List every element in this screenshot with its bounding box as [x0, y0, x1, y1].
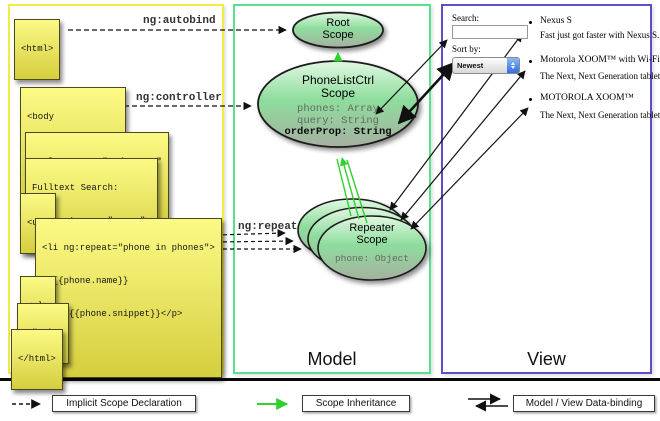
legend-divider — [0, 378, 660, 381]
root-scope-title-1: Root — [326, 17, 350, 29]
legend-model-view-data-binding: Model / View Data-binding — [513, 395, 655, 412]
search-label: Search: — [452, 13, 479, 23]
repeater-scope-text: Repeater Scope phone: Object — [317, 222, 427, 265]
inheritance-arrow-repeater-1 — [336, 158, 352, 217]
phonelistctrl-title-1: PhoneListCtrl — [301, 73, 375, 87]
code-box-html-open: <html> — [14, 19, 61, 80]
binding-arrow-item-2 — [400, 70, 526, 221]
legend-implicit-scope-declaration: Implicit Scope Declaration — [52, 395, 196, 412]
dropdown-stepper-icon — [507, 58, 519, 73]
repeater-prop-phone: phone: Object — [334, 253, 410, 264]
phone-item-desc: The Next, Next Generation tablet. — [540, 71, 660, 81]
inheritance-arrow-repeater-3 — [346, 159, 368, 224]
phonelistctrl-prop-phones: phones: Array — [297, 103, 379, 115]
sort-by-label: Sort by: — [452, 44, 481, 54]
code-line: Fulltext Search: — [32, 183, 119, 193]
code-line: {{phone.name}} — [42, 276, 129, 286]
phonelistctrl-prop-query: query: String — [297, 114, 379, 127]
bullet-icon — [529, 98, 532, 101]
repeat-arrow-2 — [215, 236, 294, 246]
autobind-arrow-label: ng:autobind — [143, 15, 216, 27]
controller-arrow-label: ng:controller — [136, 92, 222, 104]
code-line: <html> — [21, 44, 54, 54]
repeat-arrow-1 — [215, 229, 286, 238]
code-line: <body — [27, 112, 55, 122]
view-panel-label: View — [527, 349, 566, 369]
phonelistctrl-prop-orderprop: orderProp: String — [284, 126, 392, 138]
root-scope-ellipse — [292, 11, 384, 49]
code-line: <p>{{phone.snippet}}</p> — [42, 309, 183, 319]
phone-item-desc: Fast just got faster with Nexus S. — [540, 30, 660, 40]
inheritance-arrow-repeater-2 — [339, 157, 360, 220]
root-scope-text: Root Scope — [293, 17, 383, 41]
bullet-icon — [529, 60, 532, 63]
code-box-html-close: </html> — [11, 329, 63, 390]
phone-item-desc: The Next, Next Generation tablet. — [540, 110, 660, 120]
sort-dropdown: Newest — [452, 57, 520, 74]
phonelistctrl-scope-text: PhoneListCtrl Scope phones: Array query:… — [258, 74, 418, 139]
sort-dropdown-value: Newest — [457, 61, 484, 70]
phonelistctrl-title-2: Scope — [320, 86, 356, 100]
binding-arrow-item-3 — [410, 107, 529, 230]
search-input — [452, 25, 528, 39]
code-line: <li ng:repeat="phone in phones"> — [42, 243, 215, 253]
repeater-scope-ellipse-front — [317, 215, 427, 281]
phone-item-title: Nexus S — [540, 16, 572, 26]
phone-item-title: Motorola XOOM™ with Wi-Fi — [540, 55, 660, 65]
code-line: </html> — [18, 354, 56, 364]
root-scope-title-2: Scope — [322, 29, 354, 41]
model-panel-label: Model — [307, 349, 357, 369]
repeater-title-1: Repeater — [349, 222, 395, 234]
phone-item-title: MOTOROLA XOOM™ — [540, 93, 634, 103]
legend-scope-inheritance: Scope Inheritance — [302, 395, 410, 412]
repeat-arrow-label: ng:repeat — [238, 221, 298, 233]
repeater-title-2: Scope — [356, 234, 388, 246]
bullet-icon — [529, 21, 532, 24]
